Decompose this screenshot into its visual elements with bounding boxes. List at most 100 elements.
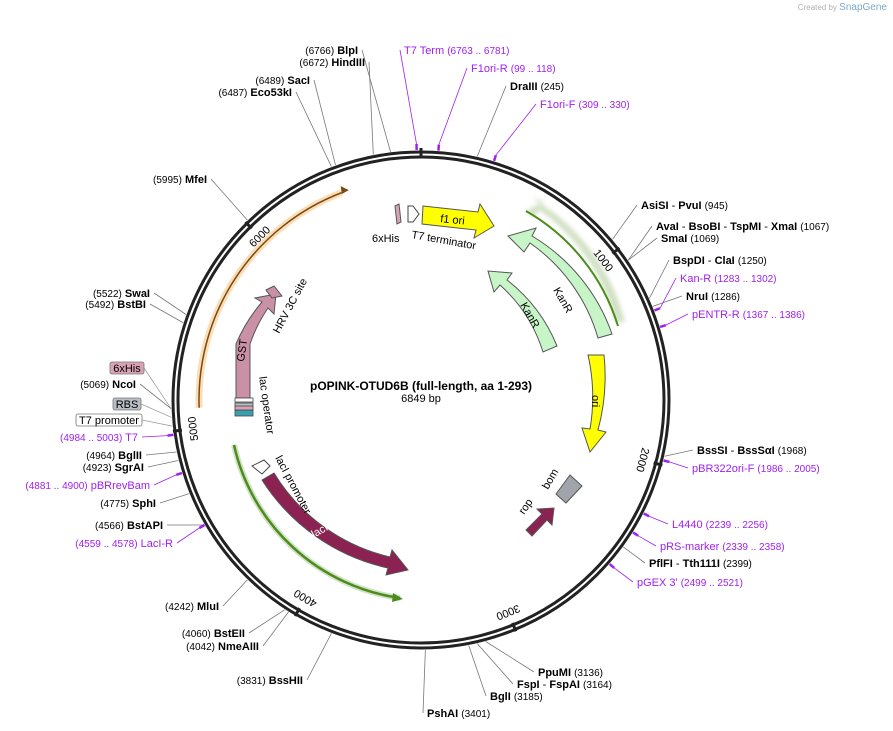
enzyme-label: (6489) SacI bbox=[255, 75, 310, 87]
primer-label: (4559 .. 4578) LacI-R bbox=[75, 538, 173, 550]
primer-leader bbox=[669, 461, 689, 469]
boxed-feature-box bbox=[75, 413, 143, 427]
enzyme-name: BspDI bbox=[673, 255, 705, 267]
primer-name: pENTR-R bbox=[692, 309, 740, 321]
tick-label-5000: 5000 bbox=[186, 416, 201, 442]
enzyme-name: ClaI bbox=[715, 255, 735, 267]
tick-mark-4000 bbox=[293, 607, 301, 617]
enzyme-position: (4964) bbox=[86, 451, 115, 462]
boxed-feature-label: 6xHis bbox=[113, 363, 141, 375]
enzyme-label: (4242) MluI bbox=[165, 601, 219, 613]
enzyme-leader bbox=[468, 645, 487, 697]
enzyme-name: AsiSI bbox=[641, 200, 669, 212]
primer-leader bbox=[659, 277, 677, 309]
enzyme-label: FspI - FspAI (3164) bbox=[517, 679, 612, 691]
enzyme-position: (6766) bbox=[305, 46, 334, 57]
orf-orange-arrow bbox=[340, 186, 349, 195]
enzyme-name: BlpI bbox=[337, 45, 358, 57]
primer-range: (6763 .. 6781) bbox=[447, 46, 509, 57]
enzyme-name: BssHII bbox=[269, 675, 303, 687]
primer-leader bbox=[438, 67, 468, 145]
primer-label: F1ori-R (99 .. 118) bbox=[471, 63, 556, 75]
primer-leader bbox=[141, 435, 168, 438]
label-layer: (6766) BlpI(6672) HindIII (6489) SacI(648… bbox=[25, 45, 829, 720]
enzyme-position: (1069) bbox=[690, 234, 719, 245]
primer-range: (1367 .. 1386) bbox=[743, 310, 805, 321]
enzyme-label: (5995) MfeI bbox=[153, 174, 207, 186]
enzyme-position: (4775) bbox=[100, 499, 129, 510]
enzyme-position: (2399) bbox=[723, 559, 752, 570]
enzyme-position: (3136) bbox=[574, 668, 603, 679]
primer-leader bbox=[648, 515, 669, 525]
enzyme-leader bbox=[652, 295, 683, 307]
feature-f1-ori[interactable]: f1 ori bbox=[421, 202, 495, 240]
primer-site bbox=[653, 307, 661, 312]
primer-label: (4881 .. 4900) pBRrevBam bbox=[25, 480, 150, 492]
enzyme-name: FspAI bbox=[549, 679, 580, 691]
feature-bom[interactable]: bom bbox=[540, 467, 583, 504]
f1-ori-label: f1 ori bbox=[440, 213, 466, 227]
feature-kanr-inner[interactable]: KanR bbox=[487, 270, 558, 353]
feature-rop[interactable]: rop bbox=[517, 497, 555, 537]
primer-label: pENTR-R (1367 .. 1386) bbox=[692, 309, 805, 321]
boxed-feature-box bbox=[109, 361, 145, 375]
feature-gst[interactable]: GST bbox=[235, 293, 277, 399]
enzyme-name: BsoBI bbox=[689, 221, 721, 233]
tick-label-2000: 2000 bbox=[633, 446, 651, 473]
primer-label: L4440 (2239 .. 2256) bbox=[672, 519, 768, 531]
enzyme-position: (245) bbox=[541, 82, 564, 93]
enzyme-leader bbox=[147, 460, 179, 468]
enzyme-leader bbox=[313, 79, 336, 166]
tick-mark-1000 bbox=[611, 246, 621, 255]
tick-mark-6000 bbox=[244, 221, 253, 230]
primer-range: (1283 .. 1302) bbox=[714, 274, 776, 285]
enzyme-name: HindIII bbox=[331, 57, 365, 69]
enzyme-leader bbox=[649, 259, 670, 299]
leader-layer bbox=[139, 49, 694, 714]
enzyme-name: MluI bbox=[197, 601, 219, 613]
enzyme-label: (4923) SgrAI bbox=[83, 462, 144, 474]
enzyme-label: (6766) BlpI bbox=[305, 45, 358, 57]
enzyme-name: NcoI bbox=[112, 379, 136, 391]
enzyme-position: (3185) bbox=[514, 692, 543, 703]
created-by-text: Created by bbox=[797, 3, 837, 12]
primer-label: Kan-R (1283 .. 1302) bbox=[680, 273, 777, 285]
enzyme-label: PflFI - Tth111I (2399) bbox=[649, 558, 752, 570]
enzyme-name: AvaI bbox=[656, 221, 679, 233]
enzyme-leader bbox=[627, 225, 653, 261]
primer-label: (4984 .. 5003) T7 bbox=[60, 432, 138, 444]
laci-orf-arrow bbox=[392, 593, 403, 602]
enzyme-leader bbox=[139, 383, 172, 410]
enzyme-leader bbox=[612, 204, 638, 240]
enzyme-name: SwaI bbox=[125, 288, 150, 300]
bom-label: bom bbox=[540, 467, 561, 492]
lac-operator-label: lac operator bbox=[256, 376, 276, 436]
enzyme-label: (4775) SphI bbox=[100, 498, 156, 510]
orf-orange-line bbox=[198, 192, 342, 408]
primer-site bbox=[632, 531, 639, 537]
enzyme-label: (6487) Eco53kI bbox=[218, 87, 292, 99]
feature-laci[interactable]: lacI bbox=[261, 472, 409, 576]
enzyme-name: BstEII bbox=[214, 628, 245, 640]
his-top-label: 6xHis bbox=[372, 233, 400, 245]
primer-range: (309 .. 330) bbox=[579, 100, 630, 111]
enzyme-position: (4042) bbox=[186, 642, 215, 653]
enzyme-name: NmeAIII bbox=[218, 641, 259, 653]
orf-layer bbox=[195, 186, 349, 408]
enzyme-label: (5522) SwaI bbox=[93, 288, 150, 300]
primer-name: T7 Term bbox=[404, 45, 444, 57]
enzyme-leader bbox=[262, 611, 289, 647]
enzyme-name: BglII bbox=[118, 450, 142, 462]
enzyme-label: (6672) HindIII bbox=[299, 57, 365, 69]
boxed-feature-label: RBS bbox=[116, 399, 139, 411]
gst-label: GST bbox=[235, 338, 250, 362]
primer-range: (1986 .. 2005) bbox=[757, 464, 819, 475]
primer-leader bbox=[176, 527, 200, 544]
enzyme-position: (3831) bbox=[237, 676, 266, 687]
enzyme-leader bbox=[149, 303, 184, 324]
feature-tag-stack bbox=[234, 397, 254, 411]
enzyme-name: SacI bbox=[287, 75, 310, 87]
plasmid-length: 6849 bp bbox=[401, 393, 441, 405]
feature-ori[interactable]: ori bbox=[581, 354, 607, 454]
enzyme-position: (4923) bbox=[83, 463, 112, 474]
